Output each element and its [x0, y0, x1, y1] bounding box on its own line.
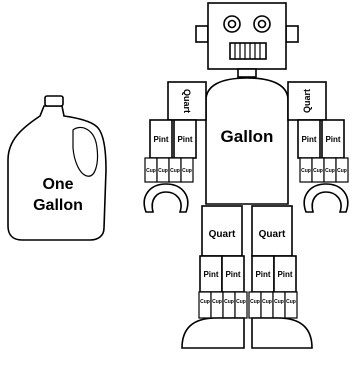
right-leg-cup-3: Cup	[274, 299, 284, 305]
right-arm-quart: Quart	[302, 89, 312, 113]
right-leg-pint-1: Pint	[255, 270, 270, 279]
right-leg-pint-2: Pint	[277, 270, 292, 279]
left-arm-cup-3: Cup	[170, 168, 180, 174]
robot: Gallon Quart Pint Pint Cup Cup Cup Cup Q…	[144, 3, 348, 348]
left-arm-cup-2: Cup	[158, 168, 168, 174]
body-label: Gallon	[221, 127, 274, 146]
robot-mouth	[230, 43, 266, 59]
right-foot	[252, 318, 312, 348]
jug-label-line1: One	[42, 176, 73, 193]
right-arm-pint-2: Pint	[325, 135, 340, 144]
left-foot	[182, 318, 244, 348]
left-leg-pint-1: Pint	[203, 270, 218, 279]
right-claw	[304, 184, 348, 212]
left-leg-cup-2: Cup	[212, 299, 222, 305]
right-arm-cup-3: Cup	[325, 168, 335, 174]
milk-jug: One Gallon	[8, 96, 106, 240]
right-arm-pint-1: Pint	[301, 135, 316, 144]
jug-label-line2: Gallon	[33, 197, 83, 214]
left-claw	[144, 184, 188, 212]
jug-cap	[45, 96, 63, 106]
left-leg-quart: Quart	[209, 229, 236, 240]
left-arm-quart: Quart	[182, 89, 192, 113]
left-arm: Quart Pint Pint Cup Cup Cup Cup	[144, 82, 206, 212]
right-arm: Quart Pint Pint Cup Cup Cup Cup	[288, 82, 348, 212]
left-arm-cup-4: Cup	[182, 168, 192, 174]
left-leg-pint-2: Pint	[225, 270, 240, 279]
right-arm-cup-4: Cup	[337, 168, 347, 174]
left-arm-pint-2: Pint	[177, 135, 192, 144]
right-leg-cup-1: Cup	[250, 299, 260, 305]
right-arm-cup-2: Cup	[313, 168, 323, 174]
left-leg-cup-4: Cup	[236, 299, 246, 305]
right-leg-cup-4: Cup	[286, 299, 296, 305]
left-leg-cup-1: Cup	[200, 299, 210, 305]
left-arm-cup-1: Cup	[146, 168, 156, 174]
left-leg-cup-3: Cup	[224, 299, 234, 305]
right-leg-cup-2: Cup	[262, 299, 272, 305]
left-arm-pint-1: Pint	[153, 135, 168, 144]
left-leg: Quart Pint Pint Cup Cup Cup Cup	[182, 206, 247, 348]
right-leg: Quart Pint Pint Cup Cup Cup Cup	[249, 206, 312, 348]
right-arm-cup-1: Cup	[301, 168, 311, 174]
right-leg-quart: Quart	[259, 229, 286, 240]
